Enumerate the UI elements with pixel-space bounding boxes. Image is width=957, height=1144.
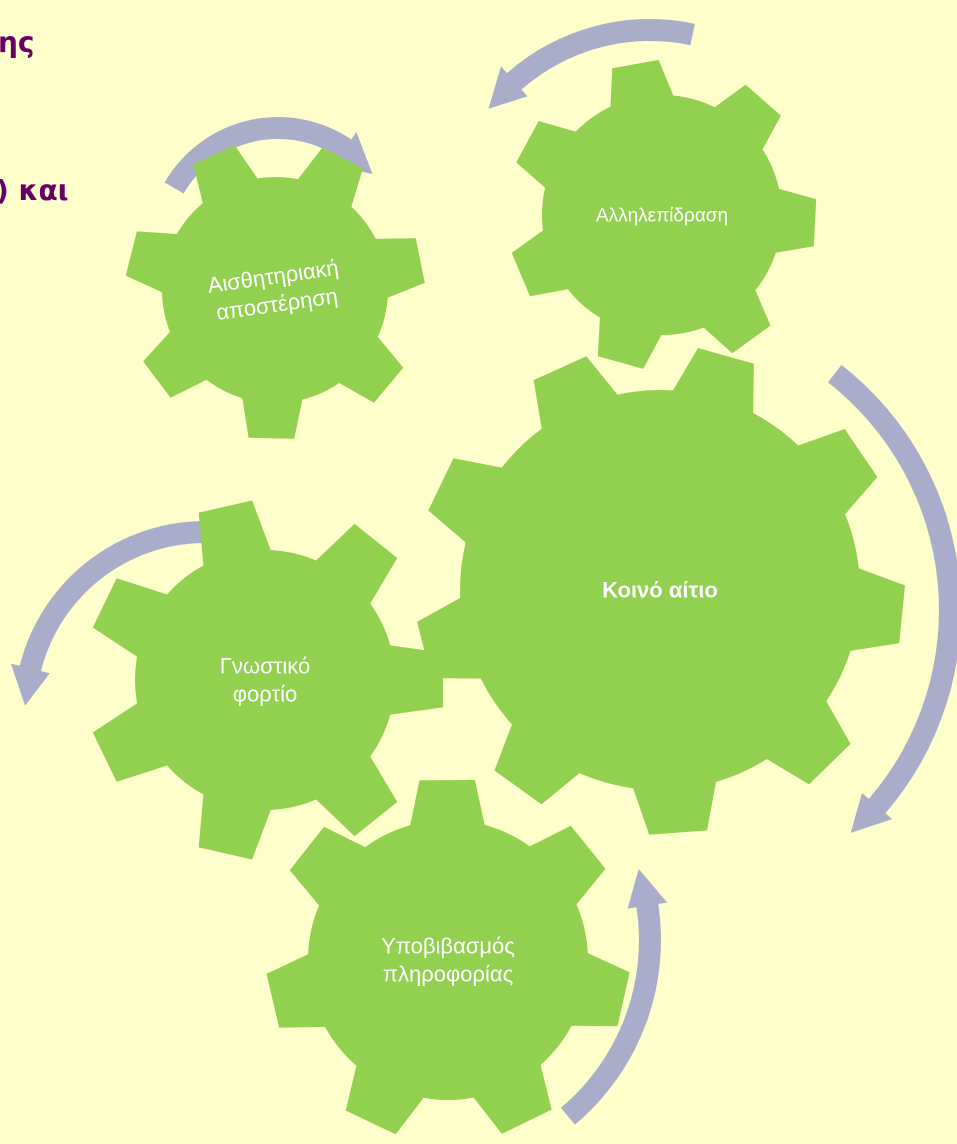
gear-label-interaction: Αλληλεπίδραση (596, 206, 728, 227)
gear-label-line: Αλληλεπίδραση (596, 206, 728, 227)
gear-label-common-cause: Κοινό αίτιο (602, 578, 718, 603)
gear-sensory (125, 145, 425, 439)
gear-cognitive-load (92, 500, 443, 860)
heading-fragment-top: ης (0, 26, 35, 59)
gear-common-cause (417, 348, 905, 835)
heading-fragment-middle: ) και (0, 174, 69, 207)
gear-info-degradation (266, 780, 630, 1135)
gears-layer (92, 60, 905, 1135)
common-cause-arrow (827, 364, 957, 833)
gear-label-cognitive-load: Γνωστικό φορτίο (220, 654, 310, 707)
gear-label-line: πληροφορίας (383, 962, 513, 987)
info-degradation-arrow (560, 868, 668, 1125)
gear-label-line: φορτίο (233, 682, 298, 707)
interaction-arrow (488, 18, 695, 109)
gear-label-line: Κοινό αίτιο (602, 578, 718, 603)
gear-label-line: Υποβιβασμός (381, 934, 515, 959)
sensory-arrow (164, 117, 373, 194)
gear-interaction (511, 60, 817, 369)
gear-label-line: Γνωστικό (220, 654, 310, 679)
gear-label-info-degradation: Υποβιβασμός πληροφορίας (381, 934, 515, 987)
